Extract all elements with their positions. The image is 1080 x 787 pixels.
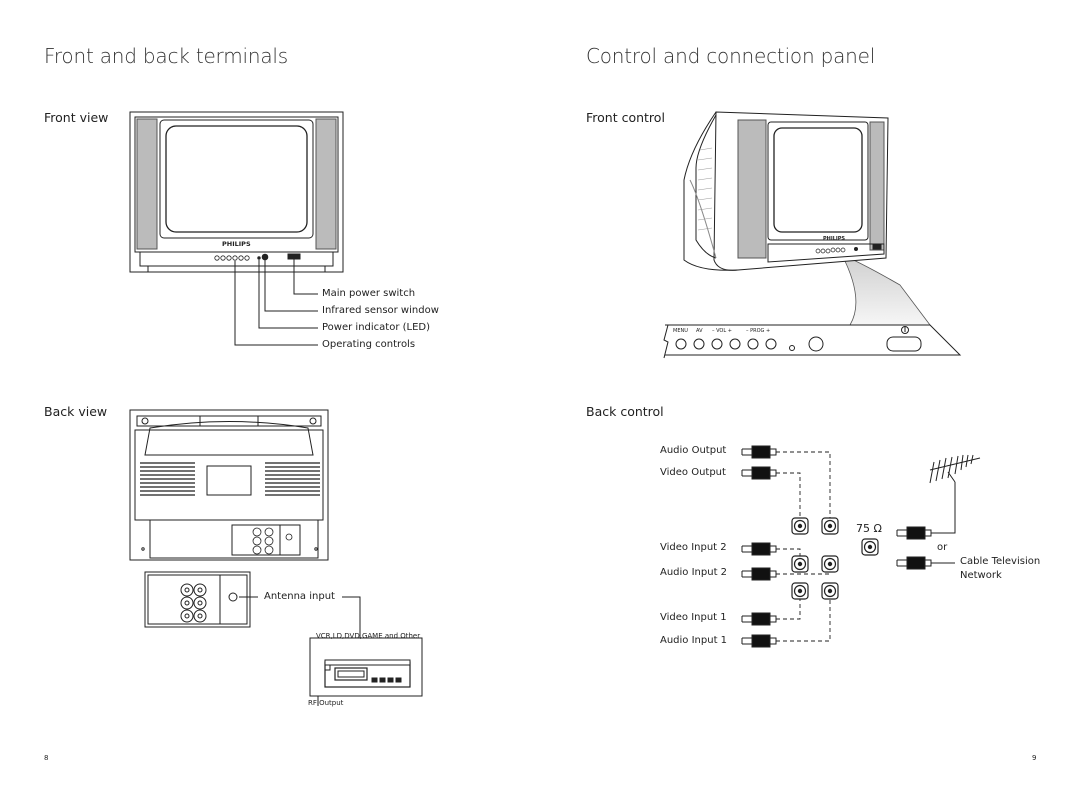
panel-label-prog: – PROG + [746,328,771,334]
callout-operating-controls: Operating controls [322,339,416,350]
left-page-number: 8 [44,754,49,762]
panel-label-vol: – VOL + [712,328,732,334]
jack-label-audio-input-1: Audio Input 1 [660,635,728,646]
back-view-heading: Back view [44,404,108,419]
front-view-heading: Front view [44,110,109,125]
cable-label-line2: Network [960,570,1002,581]
front-control-brand: PHILIPS [823,236,846,242]
front-tv-brand: PHILIPS [222,240,251,248]
callout-main-power-switch: Main power switch [322,288,416,299]
jack-label-audio-output: Audio Output [660,445,727,456]
right-page-number: 9 [1032,754,1037,762]
panel-label-av: AV [696,328,703,334]
or-label: or [937,542,948,553]
left-page-title: Front and back terminals [44,44,288,68]
cable-label-line1: Cable Television [960,556,1041,567]
callout-infrared-sensor: Infrared sensor window [322,305,439,316]
devices-label: VCR,LD,DVD,GAME and Other [316,632,421,640]
back-control-heading: Back control [586,404,664,419]
rf-output-label: RF Output [308,699,344,707]
panel-label-menu: MENU [673,328,688,334]
ohm-label: 75 Ω [856,522,882,535]
jack-label-video-output: Video Output [660,467,726,478]
jack-label-audio-input-2: Audio Input 2 [660,567,728,578]
jack-label-video-input-1: Video Input 1 [660,612,727,623]
callout-power-indicator: Power indicator (LED) [322,322,431,333]
antenna-input-label: Antenna input [264,591,335,602]
front-control-heading: Front control [586,110,665,125]
right-page-title: Control and connection panel [586,44,876,68]
jack-label-video-input-2: Video Input 2 [660,542,727,553]
